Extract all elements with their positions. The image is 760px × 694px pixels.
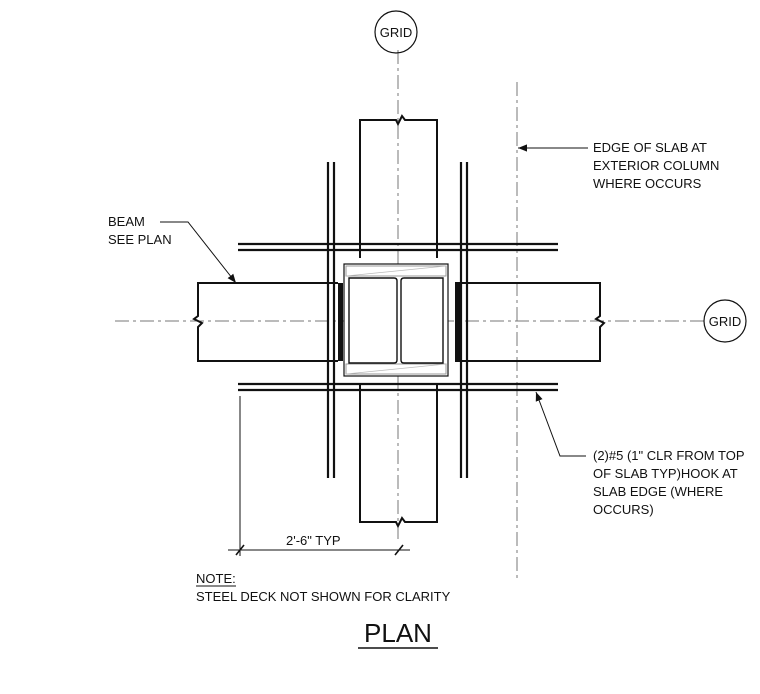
edge-of-slab-line-2: EXTERIOR COLUMN [593,158,719,173]
beam-top [359,114,438,258]
grid-label-top: GRID [380,25,413,40]
plan-title: PLAN [364,618,432,648]
rebar-horizontal-top [238,242,558,252]
beam-leader [160,221,237,284]
beam-label-line-2: SEE PLAN [108,232,172,247]
rebar-label-line-1: (2)#5 (1" CLR FROM TOP [593,448,745,463]
rebar-vertical-left [326,162,336,478]
beam-label-line-1: BEAM [108,214,145,229]
grid-bubble-right: GRID [703,299,747,343]
rebar-label-line-2: OF SLAB TYP)HOOK AT [593,466,738,481]
rebar-horizontal-bottom [238,382,558,392]
beam-left [192,282,343,362]
edge-of-slab-line-3: WHERE OCCURS [593,176,702,191]
note-title: NOTE: [196,571,236,586]
dimension-text: 2'-6" TYP [286,533,341,548]
grid-label-right: GRID [709,314,742,329]
beam-bottom [359,384,438,529]
rebar-label-line-4: OCCURS) [593,502,654,517]
grid-bubble-top: GRID [374,10,418,54]
rebar-vertical-right [459,162,469,478]
note-text: STEEL DECK NOT SHOWN FOR CLARITY [196,589,451,604]
rebar-leader [535,391,586,457]
steel-column [343,263,449,377]
edge-of-slab-line-1: EDGE OF SLAB AT [593,140,707,155]
dimension-line [228,396,410,556]
beam-right [455,282,606,362]
rebar-label-line-3: SLAB EDGE (WHERE [593,484,723,499]
